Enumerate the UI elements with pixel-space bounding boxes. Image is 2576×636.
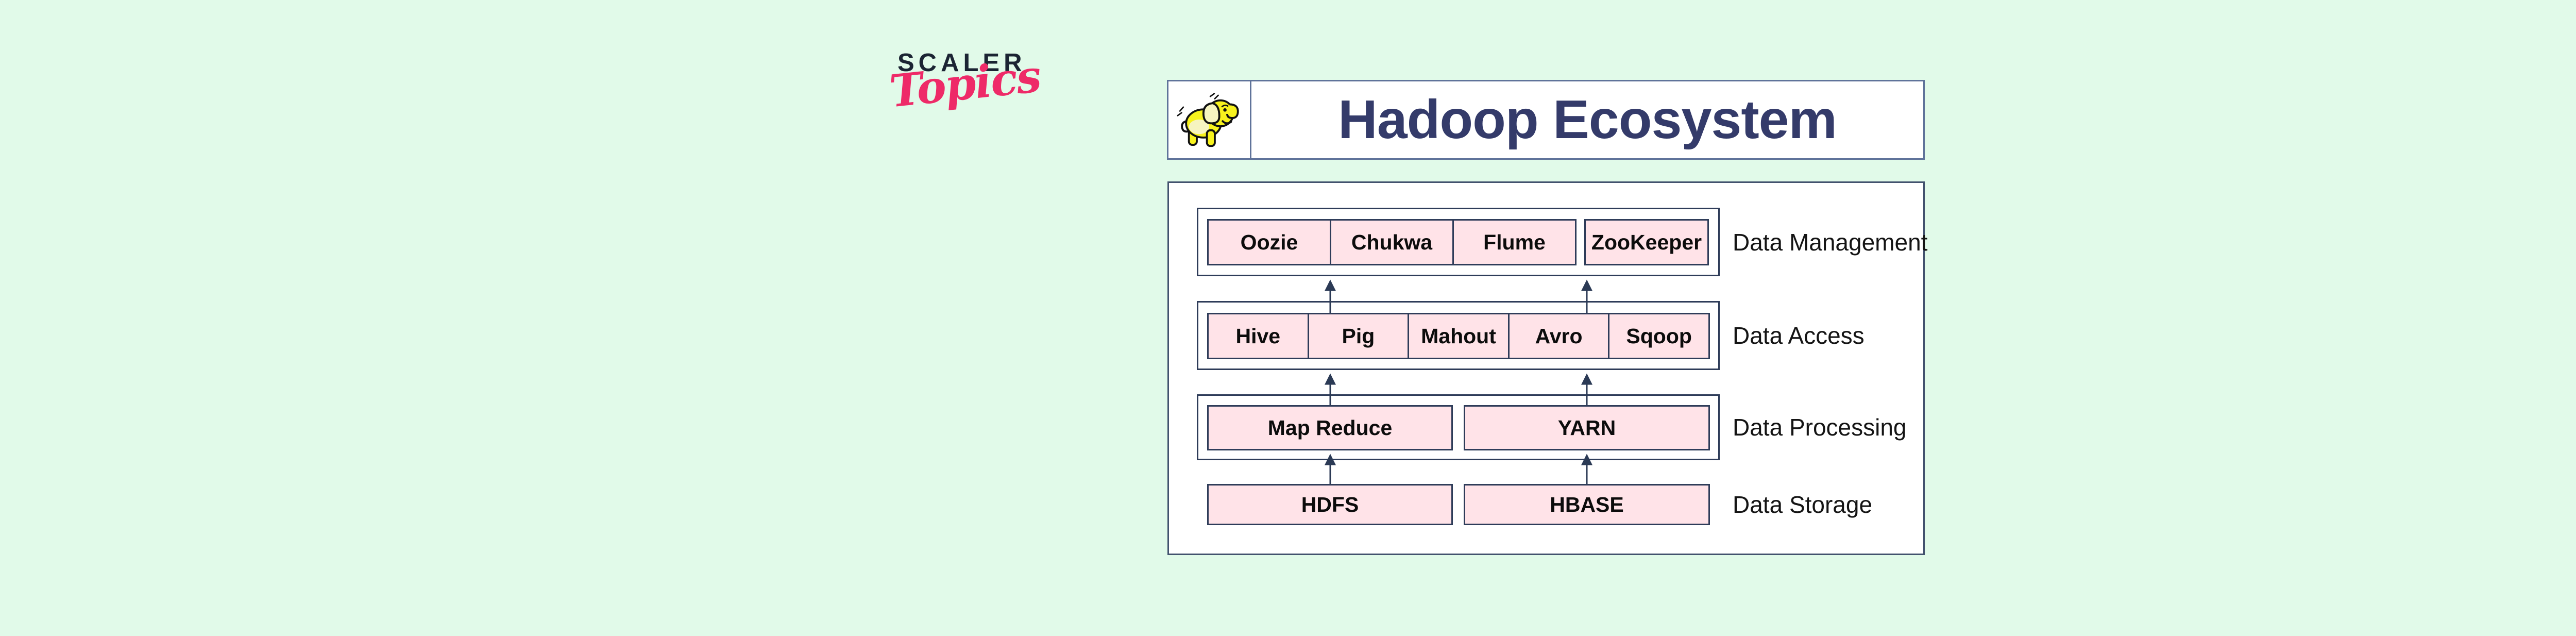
component-map-reduce: Map Reduce <box>1267 415 1393 440</box>
row-label-data-processing: Data Processing <box>1733 414 1907 441</box>
component-group-zookeeper: ZooKeeper <box>1584 219 1709 265</box>
component-hive: Hive <box>1235 324 1281 348</box>
hadoop-elephant-graphic <box>1177 92 1239 147</box>
component-oozie: Oozie <box>1240 230 1298 254</box>
row-label-data-access: Data Access <box>1733 322 1865 349</box>
component-avro: Avro <box>1507 314 1608 358</box>
component-hbase: HBASE <box>1550 492 1624 516</box>
scaler-logo-brand: SCALER <box>897 49 1026 77</box>
ecosystem-diagram: Oozie Chukwa Flume ZooKeeper Data Manage… <box>1167 181 1928 555</box>
component-group-mapreduce: Map Reduce <box>1207 405 1453 450</box>
component-hdfs: HDFS <box>1301 492 1359 516</box>
component-group-yarn: YARN <box>1464 405 1710 450</box>
component-group-hdfs: HDFS <box>1207 484 1453 525</box>
component-sqoop: Sqoop <box>1608 314 1708 358</box>
row-label-data-storage: Data Storage <box>1733 491 1873 518</box>
component-zookeeper: ZooKeeper <box>1591 230 1702 254</box>
header-title-cell: Hadoop Ecosystem <box>1251 81 1923 158</box>
header-bar: Hadoop Ecosystem <box>1167 80 1925 160</box>
component-yarn: YARN <box>1557 415 1616 440</box>
component-mahout: Mahout <box>1408 314 1508 358</box>
component-group-management: Oozie Chukwa Flume <box>1207 219 1577 265</box>
page-title: Hadoop Ecosystem <box>1338 89 1837 150</box>
component-group-hbase: HBASE <box>1464 484 1710 525</box>
component-group-access: Hive Pig Mahout Avro Sqoop <box>1207 313 1710 359</box>
component-pig: Pig <box>1307 314 1408 358</box>
hadoop-elephant-icon <box>1168 81 1251 158</box>
component-chukwa: Chukwa <box>1330 221 1452 264</box>
row-label-data-management: Data Management <box>1733 229 1928 256</box>
component-flume: Flume <box>1452 221 1575 264</box>
